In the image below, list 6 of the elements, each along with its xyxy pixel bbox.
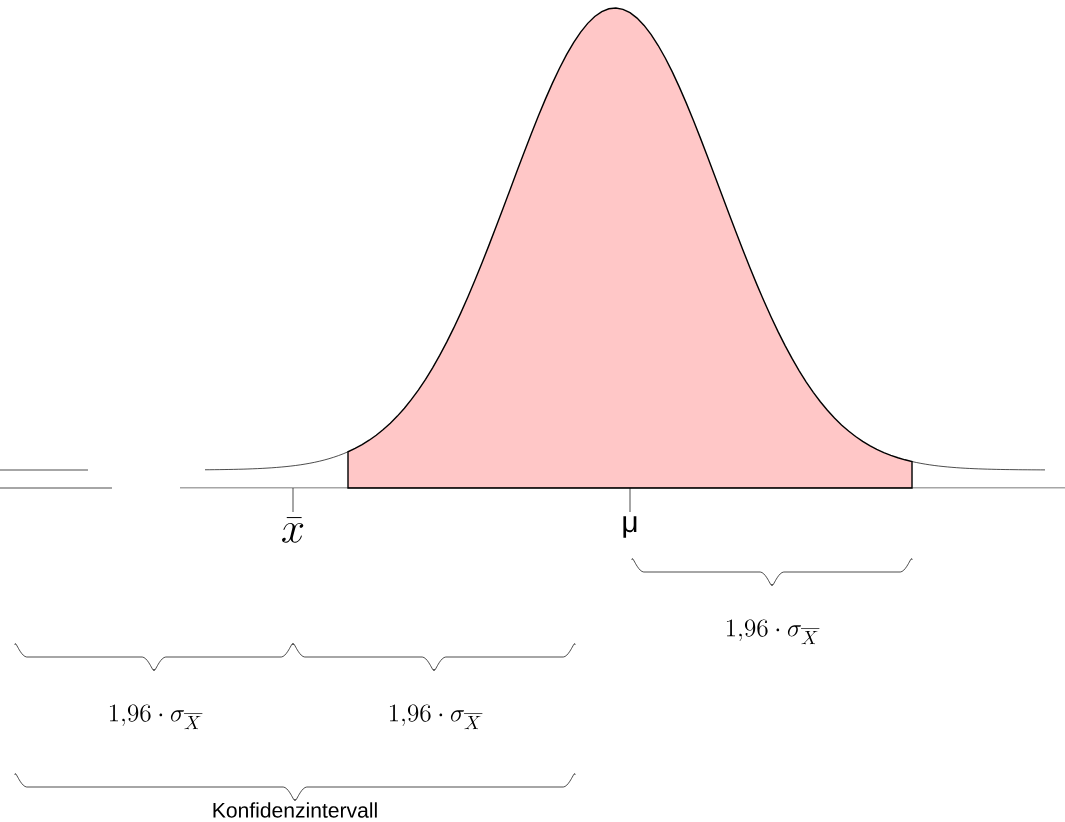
brace-label: $1{,}96\cdot\sigma_{\overline{X}}$ [109,704,203,730]
brace-label: $1{,}96\cdot\sigma_{\overline{X}}$ [389,704,483,730]
brace-label: Konfidenzintervall [213,802,377,818]
axis-label: μ [623,516,637,538]
brace-label: $1{,}96\cdot\sigma_{\overline{X}}$ [726,619,820,645]
axis-label: $\bar{x}$ [282,517,304,543]
